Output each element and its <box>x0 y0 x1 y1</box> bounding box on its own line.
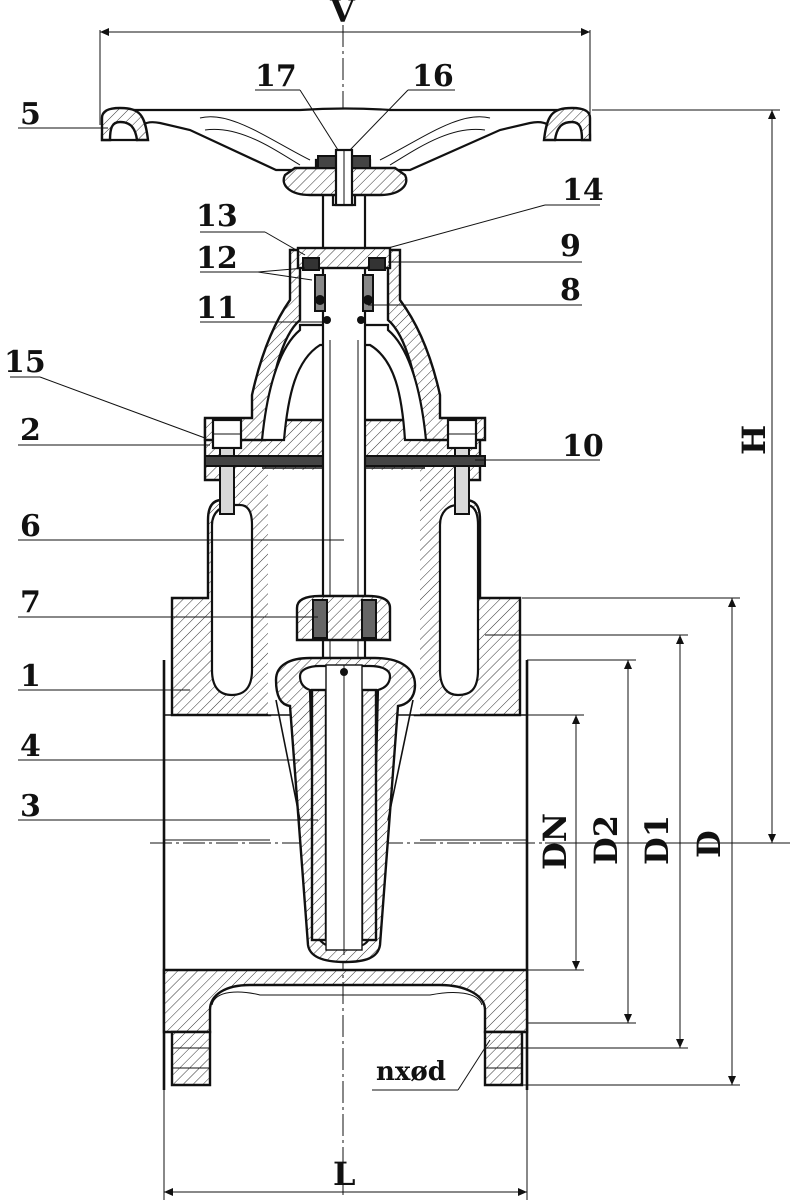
handwheel <box>100 106 592 207</box>
dim-label-d2: D2 <box>587 815 625 865</box>
label-part-8: 8 <box>560 273 581 308</box>
dimension-lines <box>99 28 790 1200</box>
label-part-17: 17 <box>255 59 297 94</box>
dim-label-d1: D1 <box>638 815 676 865</box>
label-part-6: 6 <box>20 509 41 544</box>
label-part-15: 15 <box>4 345 46 380</box>
label-part-2: 2 <box>20 413 41 448</box>
label-part-7: 7 <box>20 585 41 620</box>
label-part-1: 1 <box>20 659 41 694</box>
label-part-3: 3 <box>20 789 41 824</box>
label-part-10: 10 <box>562 429 604 464</box>
gate-wedge <box>274 594 417 964</box>
dim-label-l: L <box>333 1155 356 1193</box>
label-part-11: 11 <box>196 291 238 326</box>
label-part-12: 12 <box>196 241 238 276</box>
dim-label-bolt-holes: nxød <box>376 1057 446 1087</box>
dim-label-v: V <box>329 0 356 30</box>
stem-seal-assembly <box>296 246 392 324</box>
dim-label-d: D <box>690 830 728 858</box>
label-part-5: 5 <box>20 97 41 132</box>
dim-label-h: H <box>735 425 773 455</box>
label-part-14: 14 <box>562 173 604 208</box>
dimension-labels: V H D D1 D2 DN L nxød <box>329 0 773 1193</box>
label-part-16: 16 <box>412 59 454 94</box>
dim-label-dn: DN <box>536 813 574 870</box>
leader-lines <box>10 89 600 821</box>
part-number-labels: 5 17 16 13 12 11 14 9 8 15 2 10 6 7 1 4 … <box>4 59 604 824</box>
label-part-4: 4 <box>20 729 41 764</box>
label-part-13: 13 <box>196 199 238 234</box>
label-part-9: 9 <box>560 229 581 264</box>
